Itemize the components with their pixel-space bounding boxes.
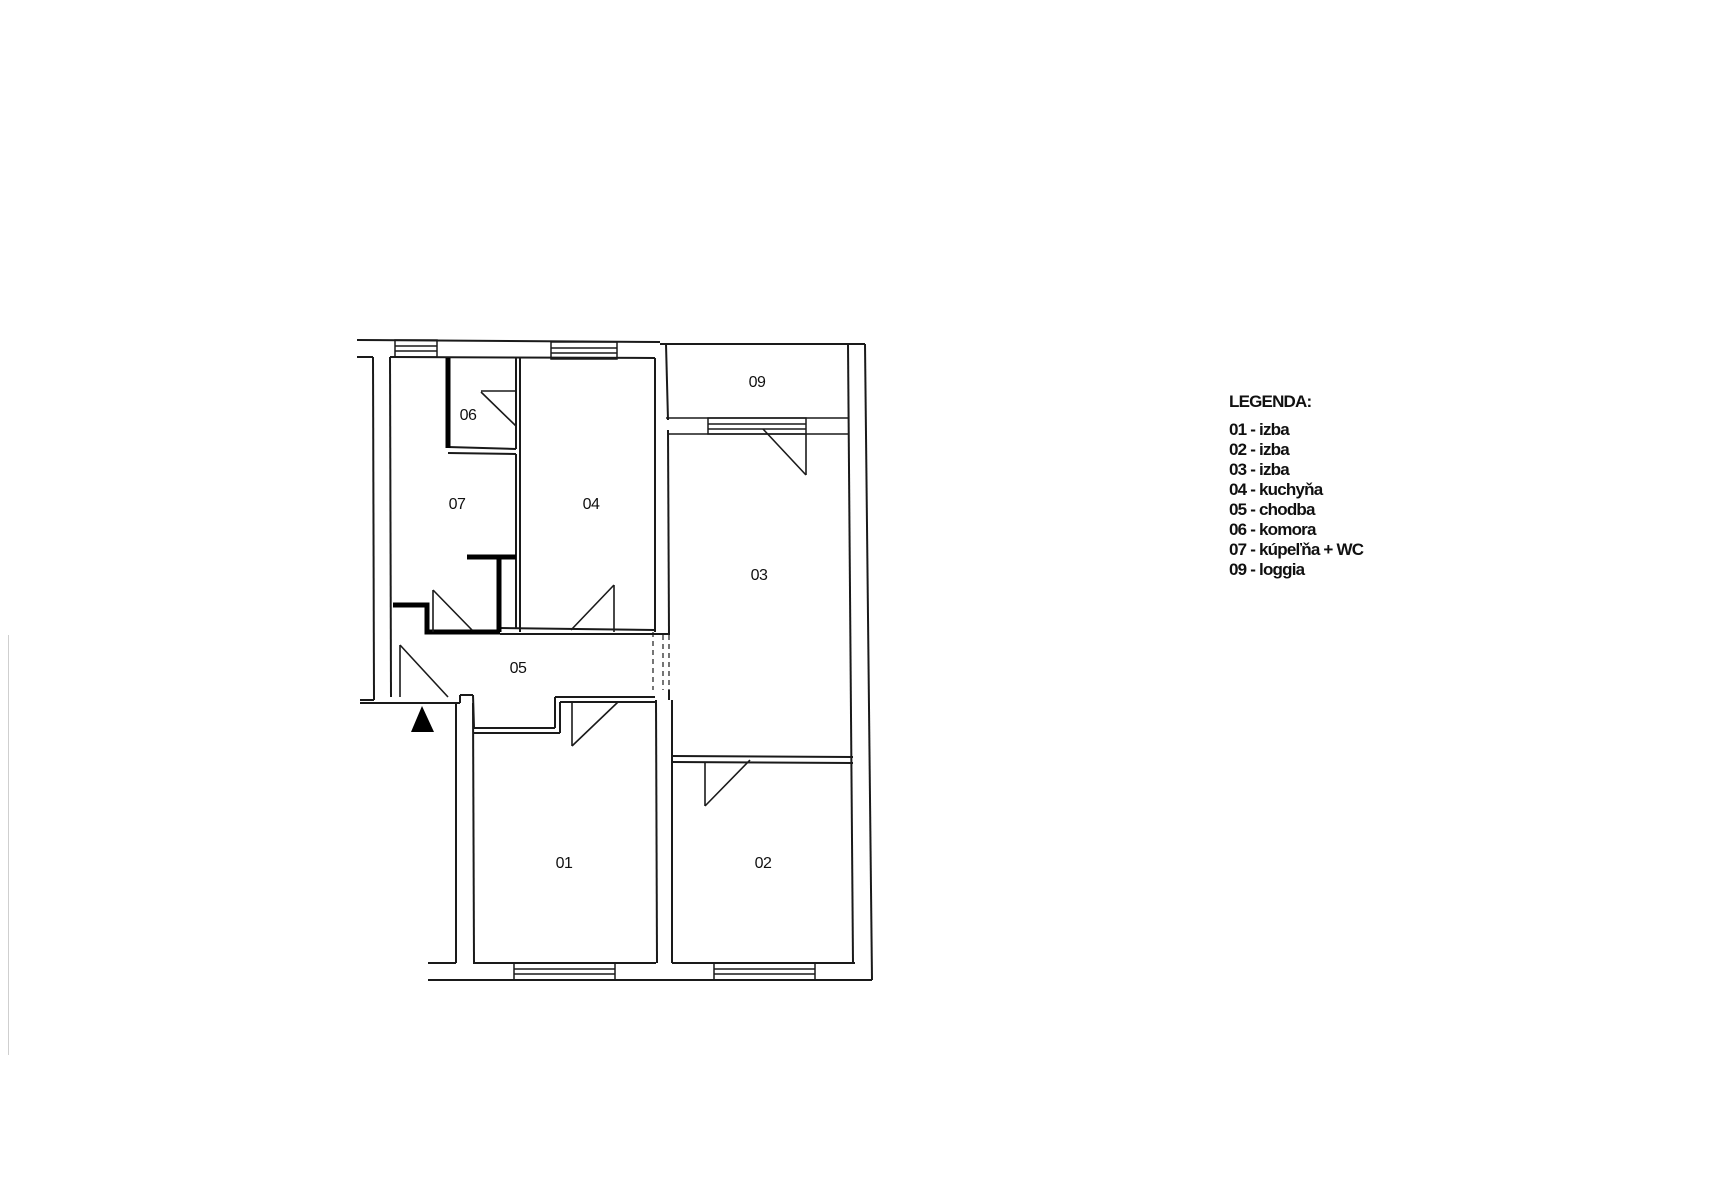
legend-title: LEGENDA: [1229, 392, 1312, 411]
legend-item: 03 - izba [1229, 460, 1290, 479]
scan-edge-artifact [8, 635, 9, 1055]
door-swings [399, 390, 807, 807]
interior-walls [447, 358, 854, 764]
legend-item: 07 - kúpeľňa + WC [1229, 540, 1364, 559]
exterior-walls [356, 339, 873, 981]
room-09-label: 09 [748, 374, 766, 391]
room-06-label: 06 [459, 407, 477, 424]
room-02-label: 02 [754, 855, 772, 872]
legend-item: 04 - kuchyňa [1229, 480, 1323, 499]
thick-walls [393, 358, 516, 635]
room-05-label: 05 [509, 660, 527, 677]
room-01-label: 01 [555, 855, 573, 872]
legend-item: 01 - izba [1229, 420, 1290, 439]
room-04-label: 04 [582, 496, 600, 513]
windows [394, 339, 848, 981]
room-03-label: 03 [750, 567, 768, 584]
legend-item: 06 - komora [1229, 520, 1316, 539]
room-07-label: 07 [448, 496, 466, 513]
entrance-arrow-icon [411, 706, 434, 732]
legend-item: 05 - chodba [1229, 500, 1315, 519]
legend-item: 02 - izba [1229, 440, 1290, 459]
legend: LEGENDA: 01 - izba 02 - izba 03 - izba 0… [1229, 392, 1364, 580]
legend-item: 09 - loggia [1229, 560, 1305, 579]
